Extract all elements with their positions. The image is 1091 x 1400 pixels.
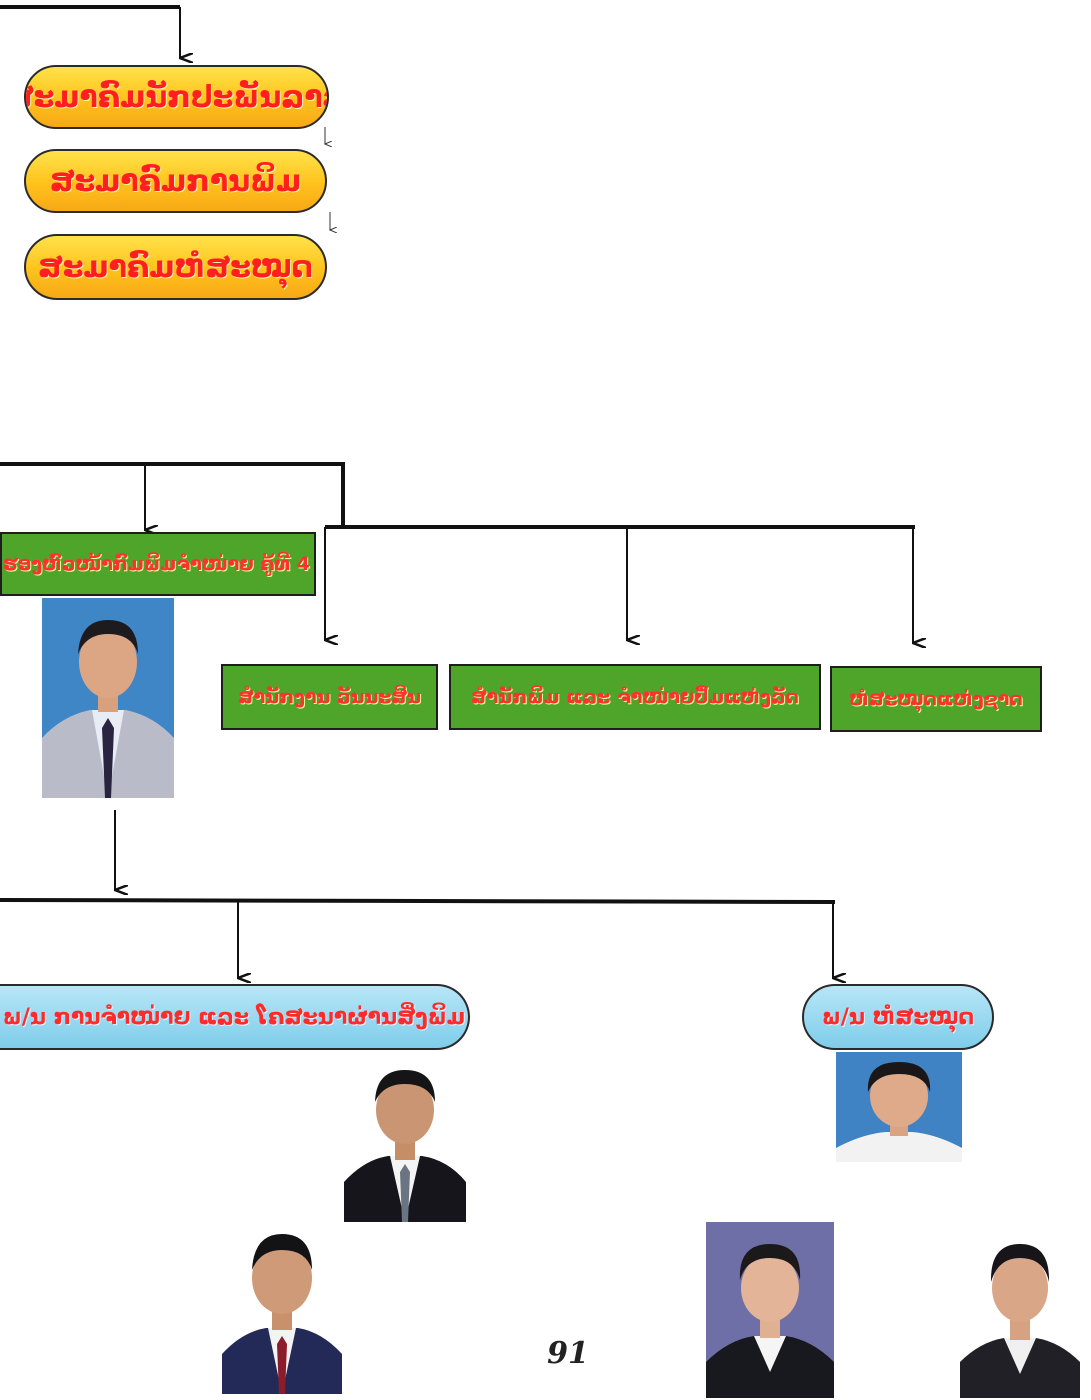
staff-photo-1 [344,1060,466,1222]
division-library-pill: ພ/ນ ຫໍສະໝຸດ [802,984,994,1050]
deputy-head-photo [42,598,174,798]
deputy-head-box: ຮອງຫົວໜ້າກົມພິມຈໍາໜ່າຍ ຄູ້ທີ 4 [0,532,316,596]
top-connector [0,5,180,58]
unit-national-library: ຫໍສະໝຸດແຫ່ງຊາດ [830,666,1042,732]
division-distribution-pill: ພ/ນ ການຈໍາໜ່າຍ ແລະ ໂຄສະນາຜ່ານສິ່ງພິມ [0,984,470,1050]
unit-state-publishing: ສໍານັກພິມ ແລະ ຈໍາໜ່າຍປຶ້ມແຫ່ງລັດ [449,664,821,730]
staff-photo-2 [222,1222,342,1394]
unit-literature-office: ສໍານັກງານ ວັນນະສິນ [221,664,438,730]
association-library-pill: ສະມາຄົມຫໍສະໝຸດ [24,234,327,300]
staff-photo-3 [836,1052,962,1162]
association-writers-pill: ສະມາຄົມນັກປະພັນລາວ [24,65,329,129]
page-number: 91 [547,1336,589,1371]
staff-photo-4 [706,1222,834,1398]
staff-photo-5 [960,1222,1080,1398]
middle-connector [0,462,915,643]
lower-connector [0,810,835,978]
association-printing-pill: ສະມາຄົມການພິມ [24,149,327,213]
